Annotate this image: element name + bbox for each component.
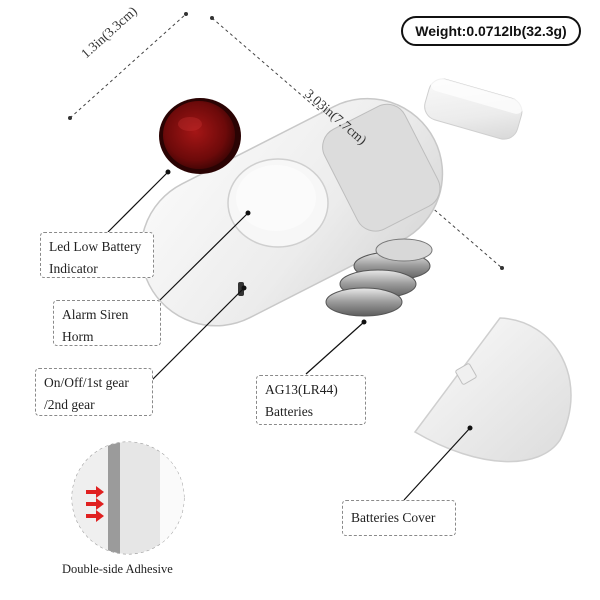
- callout-siren-horn: Alarm Siren Horm: [53, 300, 161, 346]
- callout-siren-line-2: Horm: [62, 329, 94, 344]
- adhesive-arrows: [86, 486, 104, 522]
- battery-cover: [413, 317, 572, 463]
- weight-badge: Weight:0.0712lb(32.3g): [401, 16, 581, 46]
- callout-batteries-line-2: Batteries: [265, 404, 313, 419]
- leader-lines: [107, 171, 471, 501]
- callout-led-indicator: Led Low Battery Indicator: [40, 232, 154, 278]
- adhesive-inset: [71, 441, 185, 555]
- adhesive-label: Double-side Adhesive: [62, 562, 173, 576]
- callout-cover-text: Batteries Cover: [351, 510, 436, 525]
- callout-switch-line-2: /2nd gear: [44, 397, 95, 412]
- callout-switch: On/Off/1st gear /2nd gear: [35, 368, 153, 416]
- batteries: [325, 238, 433, 317]
- callout-led-line-2: Indicator: [49, 261, 98, 276]
- callout-led-line-1: Led Low Battery: [49, 239, 142, 254]
- callout-batteries-line-1: AG13(LR44): [265, 382, 338, 397]
- leader-dots: [165, 169, 473, 431]
- magnet-piece: [424, 77, 524, 140]
- dimension-line-width: [68, 12, 188, 120]
- siren-horn: [227, 158, 329, 248]
- led-indicator: [159, 98, 241, 174]
- callout-siren-line-1: Alarm Siren: [62, 307, 129, 322]
- callout-batteries: AG13(LR44) Batteries: [256, 375, 366, 425]
- dimension-line-length: [210, 16, 504, 270]
- callout-battery-cover: Batteries Cover: [342, 500, 456, 536]
- callout-switch-line-1: On/Off/1st gear: [44, 375, 129, 390]
